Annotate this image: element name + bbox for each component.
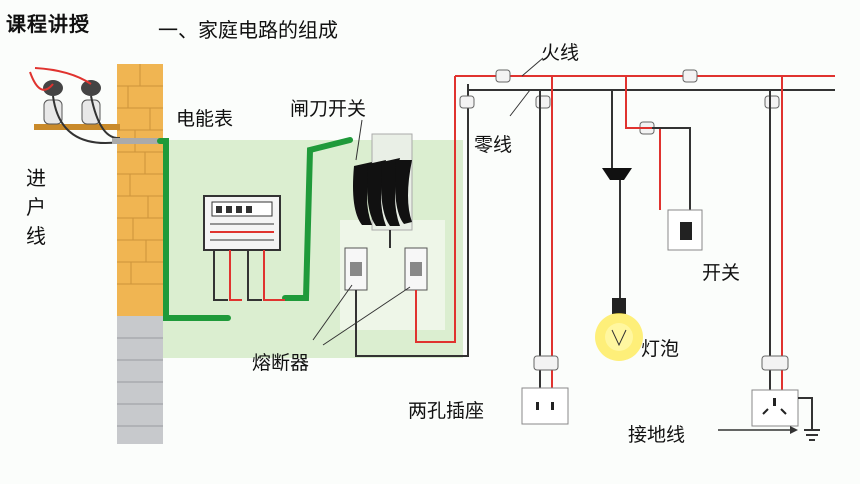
- incoming-line-label: 进户线: [26, 166, 46, 248]
- section-header: 课程讲授: [6, 12, 90, 36]
- slide-title: 一、家庭电路的组成: [158, 18, 338, 42]
- fuses: [344, 247, 428, 291]
- two-hole-socket-label: 两孔插座: [408, 400, 485, 422]
- panel-wiring: [355, 76, 469, 357]
- insulator-bracket: [34, 80, 120, 130]
- switch-leader-line: [355, 119, 363, 161]
- live-wire-label: 火线: [541, 42, 580, 64]
- lamp-wires: [611, 76, 691, 298]
- lamp-holder: [602, 168, 632, 180]
- green-cable: [157, 137, 353, 321]
- meter-wires: [213, 250, 285, 301]
- grounded-socket-clip: [761, 355, 789, 371]
- mains-lines: [455, 75, 835, 91]
- socket-wires: [539, 76, 553, 388]
- switch-label: 开关: [702, 262, 741, 284]
- neutral-leader-line: [509, 89, 531, 117]
- knife-switch-label: 闸刀开关: [290, 98, 367, 120]
- fuse-leader-lines: [312, 284, 411, 346]
- grounded-socket-wires: [769, 76, 783, 398]
- ground-wire-label: 接地线: [628, 424, 686, 446]
- three-hole-socket: [751, 389, 799, 427]
- electric-meter: [203, 195, 281, 251]
- bulb-label: 灯泡: [641, 338, 680, 360]
- ground-arrow: [718, 426, 798, 434]
- neutral-wire-label: 零线: [474, 134, 513, 156]
- socket-clip: [533, 355, 559, 371]
- fuse-label: 熔断器: [252, 352, 310, 374]
- light-bulb: [595, 298, 643, 361]
- switch-toggle: [680, 222, 692, 240]
- brick-wall: [117, 64, 163, 444]
- knife-switch: [353, 133, 413, 231]
- junction-clips: [459, 69, 780, 135]
- incoming-wires: [29, 67, 121, 144]
- meter-label: 电能表: [176, 108, 234, 130]
- two-hole-socket: [521, 387, 569, 425]
- wall-tube: [112, 138, 160, 144]
- live-leader-line: [521, 57, 544, 77]
- ground-symbol: [798, 397, 820, 441]
